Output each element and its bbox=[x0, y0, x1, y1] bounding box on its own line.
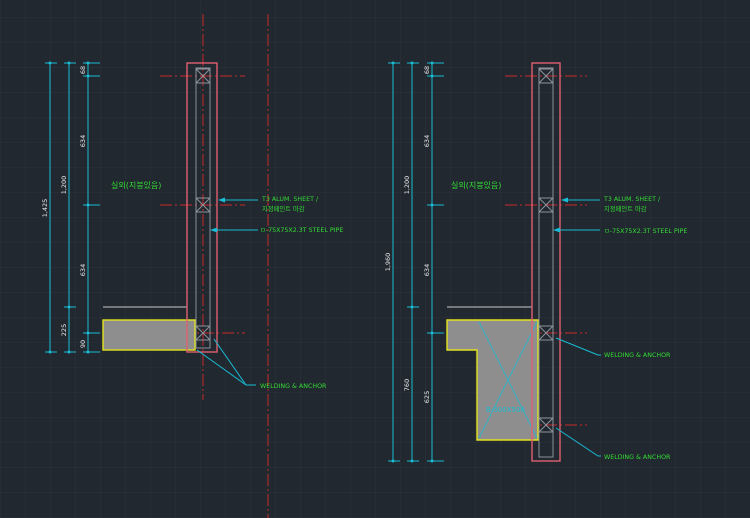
left-dim-top: 68 bbox=[79, 66, 87, 74]
right-sheet-leader bbox=[561, 197, 600, 203]
left-area-label: 실외(지붕있음) bbox=[111, 180, 161, 190]
left-welding-leader bbox=[196, 338, 256, 386]
right-welding-note-lower: WELDING & ANCHOR bbox=[604, 454, 671, 461]
right-dim-middle: 634 bbox=[423, 264, 431, 276]
left-pipe-leader bbox=[210, 227, 258, 233]
left-dim-overall: 1,425 bbox=[41, 199, 49, 218]
right-dim-lower-total: 760 bbox=[403, 379, 411, 391]
right-detail-dimension bbox=[427, 61, 444, 463]
left-concrete-slab bbox=[102, 319, 196, 351]
right-dim-bottom: 625 bbox=[423, 391, 431, 403]
right-anchor-box-bottom bbox=[538, 417, 554, 433]
left-detail-dimension bbox=[83, 61, 100, 354]
left-pipe-note: ㅁ-75X75X2.3T STEEL PIPE bbox=[260, 227, 343, 234]
right-concrete-slab-and-beam bbox=[446, 319, 539, 441]
left-sheet-note-line1: T3 ALUM. SHEET / bbox=[261, 196, 319, 203]
right-anchor-box-top bbox=[538, 68, 554, 84]
right-beam-label: B-300X500 bbox=[486, 406, 525, 414]
left-section-detail: 1,425 1,200 225 68 634 634 9 bbox=[41, 61, 343, 390]
left-post-outer-outline bbox=[186, 62, 218, 353]
right-beam-cross-line-b bbox=[478, 321, 538, 439]
left-dim-bottom: 90 bbox=[79, 340, 87, 348]
left-anchor-box-top bbox=[195, 68, 211, 84]
left-dim-middle: 634 bbox=[79, 264, 87, 276]
right-dim-upper-total: 1,200 bbox=[403, 176, 411, 195]
right-dim-top: 68 bbox=[423, 66, 431, 74]
right-area-label: 실외(지붕있음) bbox=[451, 180, 501, 190]
right-dim-overall: 1,960 bbox=[384, 253, 392, 272]
right-pipe-note: ㅁ-75X75X2.3T STEEL PIPE bbox=[604, 228, 687, 235]
right-welding-note-upper: WELDING & ANCHOR bbox=[604, 352, 671, 359]
right-post-outer-outline bbox=[531, 62, 561, 462]
left-welding-note: WELDING & ANCHOR bbox=[260, 383, 327, 390]
center-lines bbox=[160, 14, 587, 518]
right-sheet-note-line1: T3 ALUM. SHEET / bbox=[603, 196, 661, 203]
left-dim-lower-total: 225 bbox=[60, 324, 68, 336]
left-dim-upper: 634 bbox=[79, 135, 87, 147]
right-split-dimension bbox=[407, 61, 419, 463]
left-sheet-note-line2: 지정페인트 마감 bbox=[262, 204, 305, 213]
left-anchor-box-middle bbox=[195, 197, 211, 213]
right-anchor-box-lower bbox=[538, 325, 554, 341]
left-anchor-box-bottom bbox=[195, 325, 211, 341]
right-welding-leader-upper bbox=[555, 337, 601, 356]
right-sheet-note-line2: 지정페인트 마감 bbox=[604, 204, 647, 213]
left-sheet-leader bbox=[218, 197, 258, 203]
right-welding-leader-lower bbox=[555, 427, 601, 457]
right-section-detail: B-300X500 bbox=[384, 61, 687, 463]
right-overall-dimension bbox=[388, 61, 400, 463]
right-steel-pipe bbox=[538, 67, 554, 458]
right-pipe-leader bbox=[553, 227, 600, 233]
right-dim-upper: 634 bbox=[423, 135, 431, 147]
left-overall-dimension bbox=[45, 61, 57, 354]
right-anchor-box-middle bbox=[538, 197, 554, 213]
left-split-dimension bbox=[64, 61, 76, 354]
left-dim-upper-total: 1,200 bbox=[60, 176, 68, 195]
